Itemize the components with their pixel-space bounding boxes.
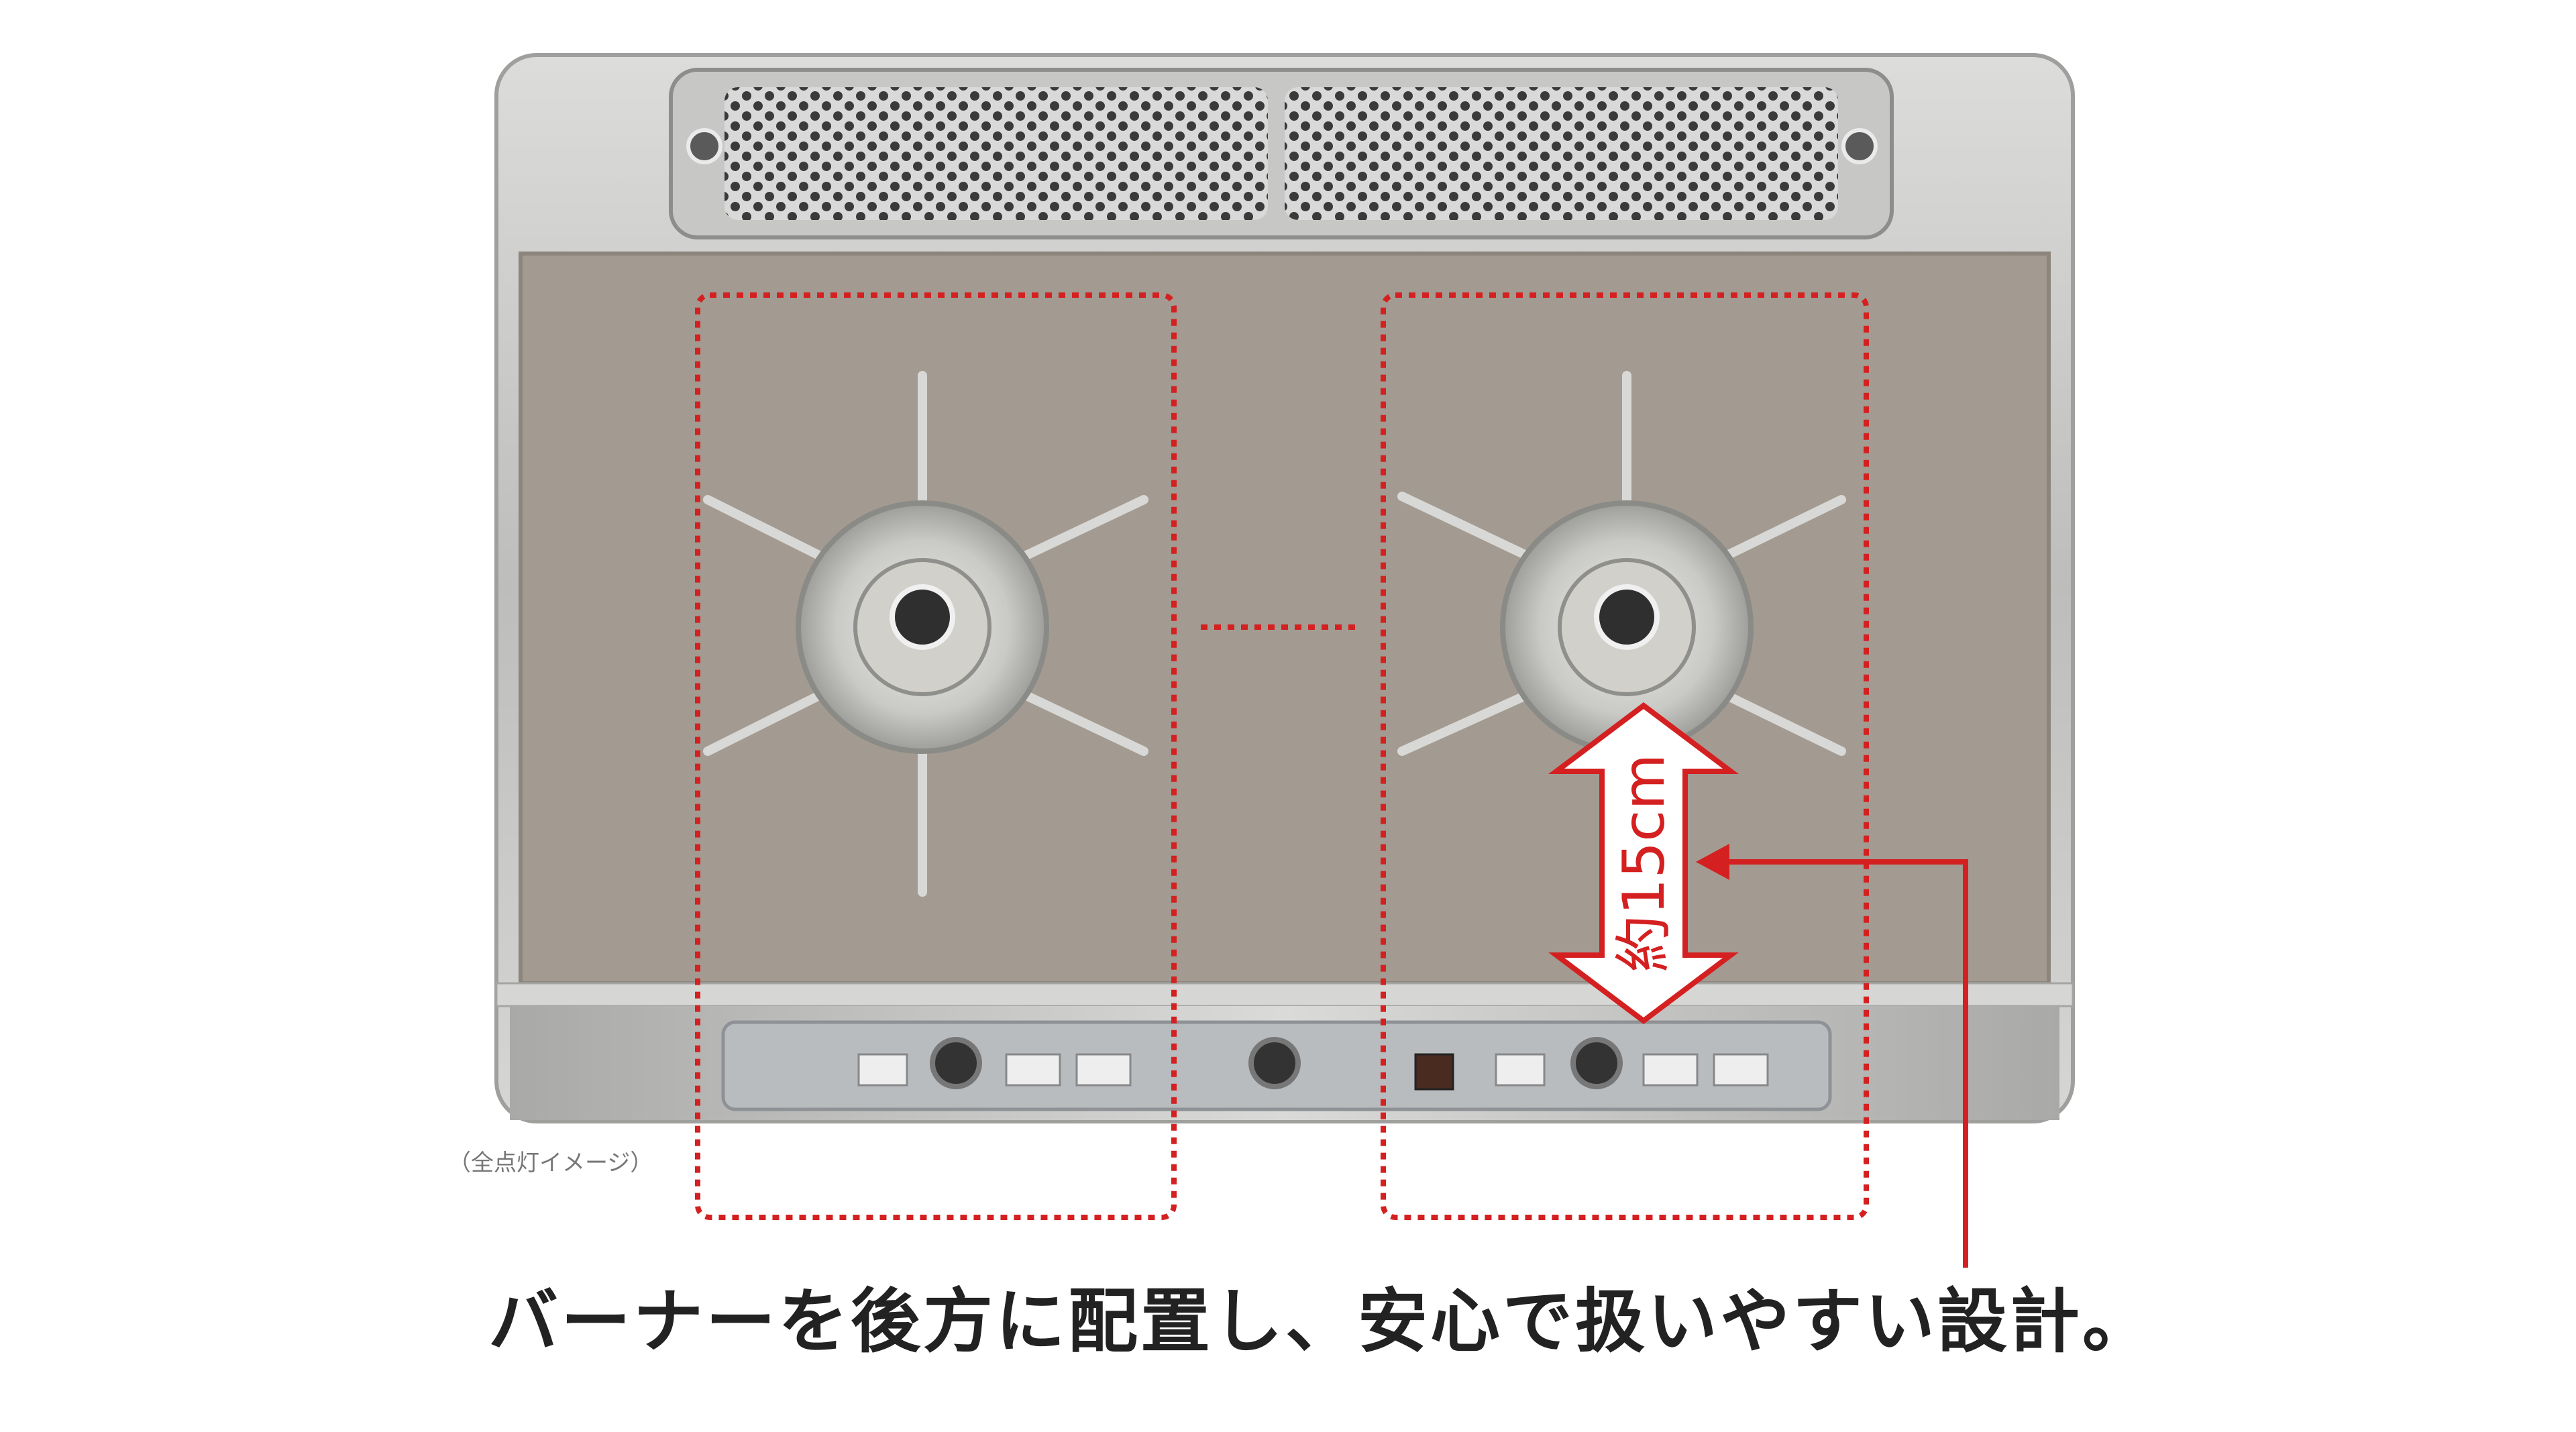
vent-grille <box>669 68 1894 239</box>
display-indicator <box>1414 1053 1454 1091</box>
left-burner <box>703 371 1148 897</box>
right-burner <box>1397 371 1846 756</box>
cooktop-top-plate <box>519 252 2051 985</box>
distance-arrow: 約15cm <box>1548 702 1739 1025</box>
callout-line <box>1717 859 1968 1268</box>
right-temp-button-2[interactable] <box>1713 1053 1769 1087</box>
left-temp-button-1[interactable] <box>1005 1053 1061 1087</box>
left-timer-button[interactable] <box>857 1053 908 1087</box>
callout-arrowhead <box>1696 844 1729 880</box>
burner-area-outline <box>695 292 1869 1220</box>
distance-label: 約15cm <box>1611 754 1678 973</box>
caption: バーナーを後方に配置し、安心で扱いやすい設計。 <box>488 1280 2155 1362</box>
control-panel <box>721 1020 1832 1111</box>
left-temp-button-2[interactable] <box>1075 1053 1132 1087</box>
image-note: （全点灯イメージ） <box>448 1150 653 1176</box>
right-temp-button-1[interactable] <box>1642 1053 1699 1087</box>
right-timer-button[interactable] <box>1495 1053 1546 1087</box>
center-knob[interactable] <box>1248 1037 1301 1089</box>
right-knob[interactable] <box>1570 1037 1623 1089</box>
left-knob[interactable] <box>930 1037 982 1089</box>
